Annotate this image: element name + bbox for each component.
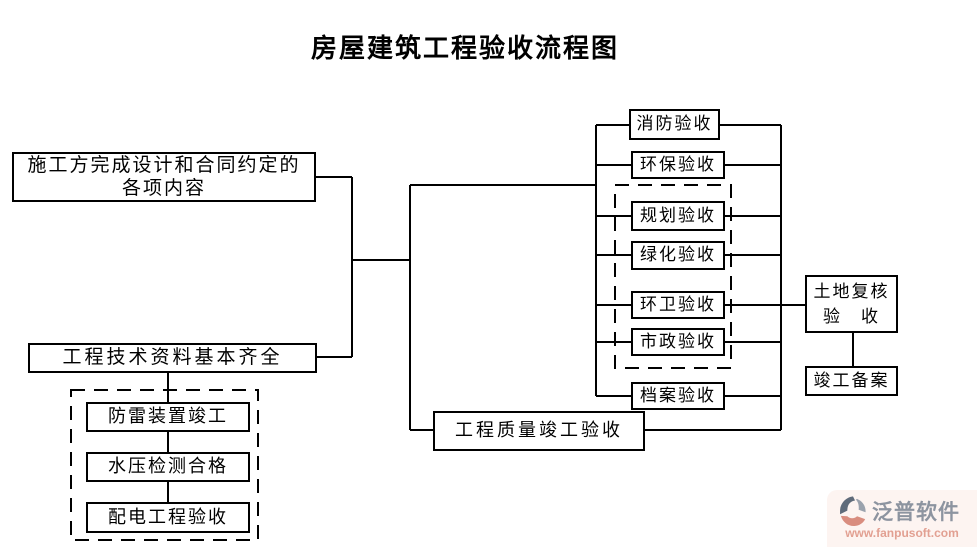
watermark-brand: 泛普软件 (872, 501, 960, 524)
fanpu-logo-icon (840, 496, 866, 527)
node-land-line2: 验 收 (823, 307, 880, 326)
node-power-distribution: 配电工程验收 (86, 502, 250, 533)
page-title: 房屋建筑工程验收流程图 (310, 34, 619, 63)
node-planning-acceptance: 规划验收 (631, 201, 725, 231)
node-lightning-label: 防雷装置竣工 (108, 406, 228, 427)
node-start-line2: 各项内容 (121, 178, 206, 199)
node-quality-label: 工程质量竣工验收 (455, 420, 623, 441)
node-land-review: 土地复核 验 收 (805, 275, 898, 333)
node-land-line1: 土地复核 (813, 282, 890, 301)
node-lightning-protection: 防雷装置竣工 (86, 402, 250, 432)
watermark: 泛普软件 www.fanpusoft.com (827, 490, 977, 547)
node-sanitation-acceptance: 环卫验收 (631, 291, 725, 319)
node-sanitation-label: 环卫验收 (640, 294, 716, 314)
node-power-label: 配电工程验收 (108, 506, 228, 527)
node-tech-docs: 工程技术资料基本齐全 (28, 343, 317, 373)
node-env-label: 环保验收 (640, 154, 716, 174)
node-start-line1: 施工方完成设计和合同约定的 (27, 155, 301, 176)
watermark-row: 泛普软件 (827, 490, 977, 528)
node-start: 施工方完成设计和合同约定的 各项内容 (12, 152, 316, 202)
node-fire-label: 消防验收 (636, 114, 713, 134)
node-municipal-label: 市政验收 (640, 331, 716, 351)
node-archives-label: 档案验收 (640, 385, 716, 405)
node-tech-docs-label: 工程技术资料基本齐全 (62, 346, 283, 368)
node-archives-acceptance: 档案验收 (631, 382, 725, 410)
node-quality-acceptance: 工程质量竣工验收 (433, 411, 645, 451)
node-planning-label: 规划验收 (640, 205, 716, 225)
node-greening-acceptance: 绿化验收 (631, 241, 725, 270)
node-municipal-acceptance: 市政验收 (631, 328, 725, 356)
node-env-acceptance: 环保验收 (631, 151, 725, 179)
node-water-label: 水压检测合格 (108, 456, 228, 477)
node-water-pressure: 水压检测合格 (86, 452, 250, 482)
watermark-url: www.fanpusoft.com (845, 526, 959, 540)
node-filing-label: 竣工备案 (813, 370, 890, 390)
node-completion-filing: 竣工备案 (805, 366, 898, 396)
node-fire-acceptance: 消防验收 (629, 109, 720, 140)
node-greening-label: 绿化验收 (640, 245, 716, 265)
